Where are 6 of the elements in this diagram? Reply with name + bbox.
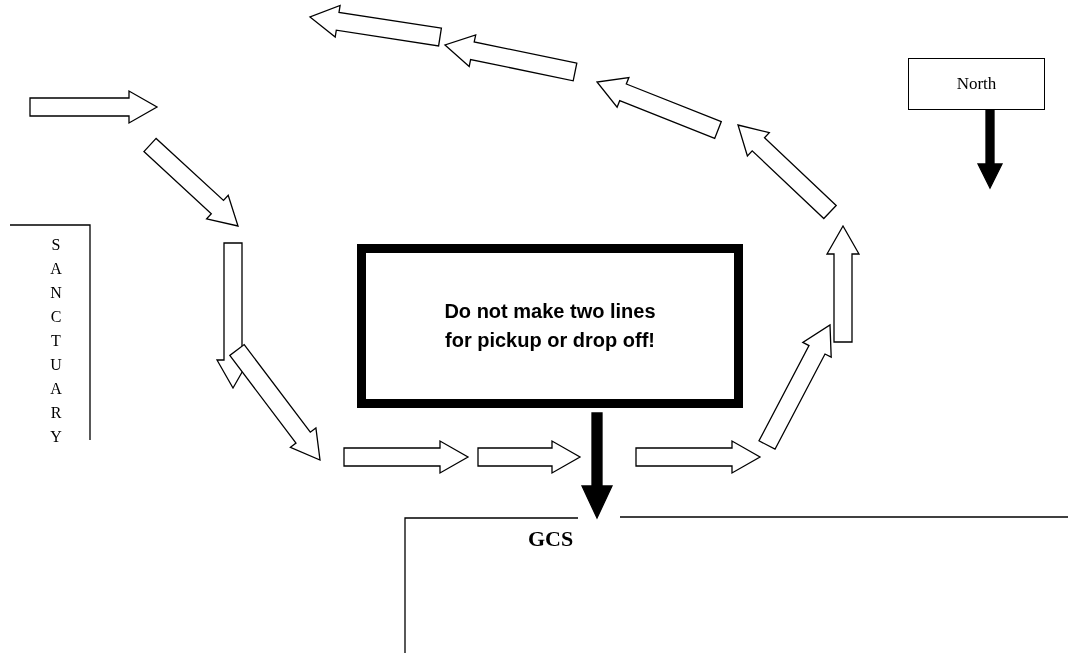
- notice-text: Do not make two lines for pickup or drop off!: [443, 299, 657, 353]
- notice-box: [357, 244, 743, 408]
- building-label: GCS: [528, 526, 574, 552]
- compass-label-box: [908, 58, 1045, 110]
- area-label: SANCTUARY: [49, 235, 63, 447]
- direction-label: North: [955, 72, 998, 95]
